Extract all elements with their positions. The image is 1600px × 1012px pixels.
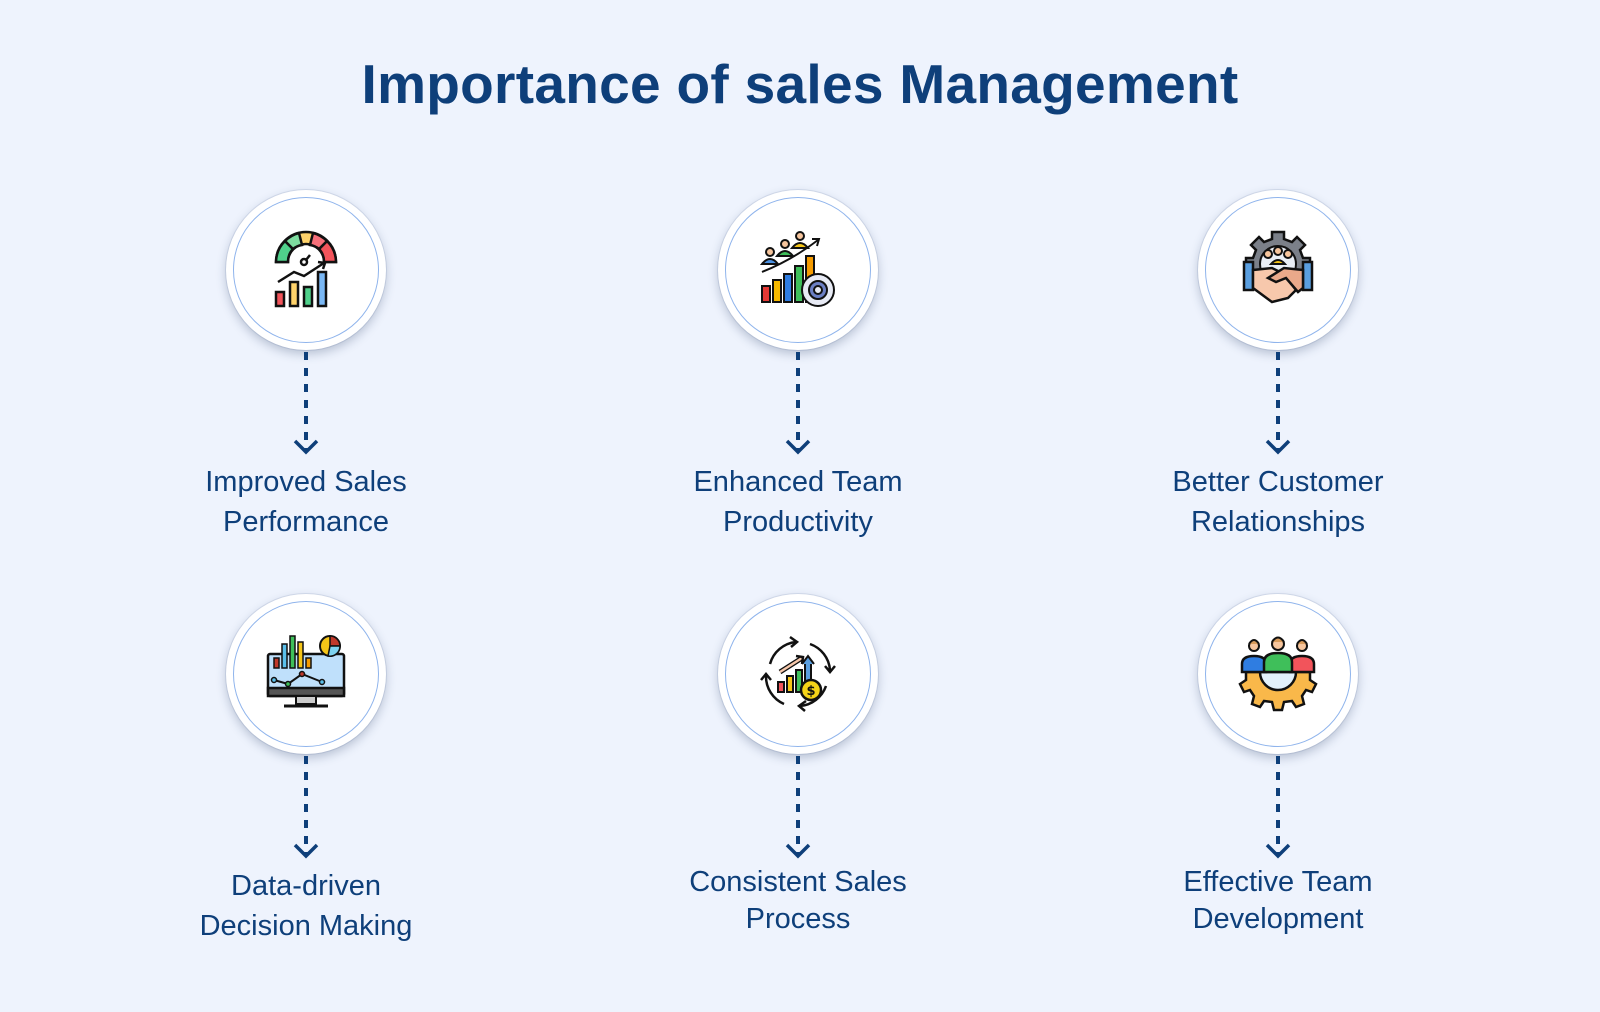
svg-text:$: $	[806, 684, 815, 699]
arrow-down-icon	[785, 843, 811, 859]
arrow-down-icon	[1265, 439, 1291, 455]
icon-circle: $	[718, 594, 878, 754]
dashed-connector	[785, 352, 811, 455]
cycle-sales-dollar-icon: $	[760, 635, 836, 712]
monitor-analytics-icon	[266, 635, 346, 708]
dashed-connector	[293, 352, 319, 455]
handshake-gear-icon	[1242, 230, 1314, 304]
arrow-down-icon	[785, 439, 811, 455]
icon-circle	[1198, 190, 1358, 350]
icon-circle	[1198, 594, 1358, 754]
team-gear-icon	[1238, 636, 1318, 712]
item-label: Consistent Sales Process	[689, 866, 907, 935]
item-label: Data-driven Decision Making	[199, 870, 413, 942]
item-data-driven-decision-making: Data-driven Decision Making	[126, 594, 486, 954]
page-title: Importance of sales Management	[361, 53, 1239, 115]
item-label: Enhanced Team Productivity	[693, 466, 903, 538]
item-enhanced-team-productivity: Enhanced Team Productivity	[618, 190, 978, 550]
item-consistent-sales-process: $ Consistent Sales Process	[618, 594, 978, 954]
speedometer-growth-chart-icon	[274, 230, 338, 308]
dashed-connector	[1265, 756, 1291, 859]
arrow-down-icon	[293, 843, 319, 859]
item-label: Better Customer Relationships	[1172, 466, 1384, 538]
arrow-down-icon	[1265, 843, 1291, 859]
item-label: Effective Team Development	[1183, 866, 1373, 935]
item-improved-sales-performance: Improved Sales Performance	[126, 190, 486, 550]
icon-circle	[226, 190, 386, 350]
arrow-down-icon	[293, 439, 319, 455]
dashed-connector	[293, 756, 319, 859]
dashed-connector	[785, 756, 811, 859]
item-label: Improved Sales Performance	[205, 466, 407, 538]
dashed-connector	[1265, 352, 1291, 455]
icon-circle	[226, 594, 386, 754]
team-growth-gear-icon	[759, 231, 835, 307]
item-effective-team-development: Effective Team Development	[1098, 594, 1458, 954]
icon-circle	[718, 190, 878, 350]
item-better-customer-relationships: Better Customer Relationships	[1098, 190, 1458, 550]
